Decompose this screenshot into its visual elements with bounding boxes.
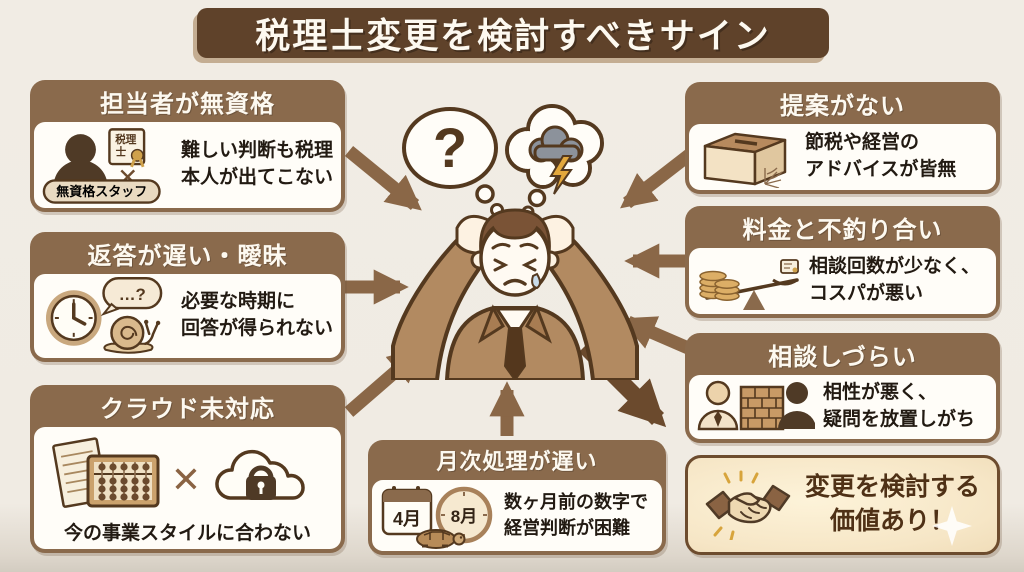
coins-icon	[699, 270, 740, 301]
sign-header: 相談しづらい	[768, 343, 917, 371]
client-person-icon	[697, 380, 739, 431]
svg-text:士: 士	[116, 145, 127, 158]
conclusion-text: 変更を検討する 価値あり！	[804, 473, 980, 535]
sign-header: 担当者が無資格	[100, 90, 275, 118]
arrow-from-unqualified	[344, 145, 422, 211]
sign-text: 節税や経営の アドバイスが皆無	[805, 132, 957, 180]
accountant-person-icon	[778, 382, 815, 429]
unqualified-staff-icon: 税理 士 ✕ 無資格スタッフ	[42, 128, 161, 204]
snail-icon	[103, 315, 161, 354]
cobweb-icon	[764, 167, 783, 188]
suggestion-box-icon	[703, 132, 787, 188]
turtle-icon	[416, 528, 466, 549]
man-arms	[391, 232, 639, 380]
sign-text: 相性が悪く、 疑問を放置しがち	[823, 382, 976, 430]
arrow-from-no-cloud	[344, 347, 424, 417]
clock-icon	[45, 290, 102, 346]
unqualified-staff-label: 無資格スタッフ	[42, 179, 161, 204]
man-suit	[444, 304, 586, 380]
calendar-icon: 4月	[381, 485, 433, 535]
conclusion-box: 変更を検討する 価値あり！	[685, 455, 1000, 555]
abacus-icon	[86, 454, 159, 507]
sign-box-fee-mismatch: 料金と不釣り合い 相談回数が少なく、	[685, 206, 1000, 318]
sign-text: 必要な時期に 回答が得られない	[180, 291, 333, 339]
calendar-clock-turtle-icon: 4月 8月	[381, 485, 493, 549]
handshake-icon	[705, 470, 791, 540]
sign-box-slow-reply: 返答が遅い・曖昧 …?	[30, 232, 345, 362]
clock-8-icon: 8月	[435, 486, 493, 543]
sign-box-no-proposal: 提案がない 節税や経営の アドバイスが皆無	[685, 82, 1000, 194]
sign-text: 数ヶ月前の数字で 経営判断が困難	[504, 492, 648, 538]
page-title: 税理士変更を検討すべきサイン	[255, 16, 771, 56]
sign-box-hard-consult: 相談しづらい 相性が悪く、 疑問	[685, 333, 1000, 443]
sign-text: 相談回数が少なく、 コスパが悪い	[809, 256, 981, 304]
question-mark: ?	[433, 116, 467, 179]
man-head	[470, 208, 560, 297]
brick-wall-icon	[739, 385, 785, 431]
certificate-icon: 税理 士	[108, 128, 146, 168]
clock-snail-icon: …?	[45, 277, 163, 354]
arrow-to-conclusion	[578, 339, 667, 428]
svg-text:無資格スタッフ: 無資格スタッフ	[56, 184, 147, 199]
small-certificate-icon	[780, 259, 799, 274]
sign-box-slow-monthly: 月次処理が遅い 4月 8月	[368, 440, 666, 555]
sign-box-unqualified: 担当者が無資格 税理 士 ✕ 無資格スタッフ 難しい判断も税	[30, 80, 345, 212]
question-bubble-icon: ?	[402, 107, 504, 217]
sign-caption: 今の事業スタイルに合わない	[63, 522, 311, 544]
sign-header: クラウド未対応	[100, 395, 275, 423]
svg-text:4月: 4月	[393, 509, 421, 529]
coins-scale-icon	[699, 259, 799, 310]
sign-header: 月次処理が遅い	[436, 449, 598, 474]
arrow-from-no-proposal	[620, 149, 693, 209]
svg-text:…?: …?	[119, 285, 146, 304]
man-hands	[455, 214, 575, 255]
x-icon: ✕	[170, 459, 200, 500]
sign-header: 提案がない	[780, 92, 905, 120]
sign-box-no-cloud: クラウド未対応	[30, 385, 345, 553]
speech-bubble-icon: …?	[100, 277, 163, 317]
sign-text: 難しい判断も税理 本人が出てこない	[180, 140, 333, 188]
sign-header: 料金と不釣り合い	[742, 216, 943, 244]
svg-text:税理: 税理	[115, 133, 137, 146]
sign-header: 返答が遅い・曖昧	[87, 242, 288, 270]
svg-text:8月: 8月	[451, 507, 477, 526]
storm-bubble-icon	[505, 104, 604, 219]
cloud-lock-icon	[214, 449, 305, 500]
analog-vs-cloud-icon: ✕	[51, 436, 305, 508]
people-wall-icon	[697, 380, 815, 431]
title-banner: 税理士変更を検討すべきサイン	[197, 8, 829, 58]
stressed-man-figure: ?	[391, 104, 639, 380]
